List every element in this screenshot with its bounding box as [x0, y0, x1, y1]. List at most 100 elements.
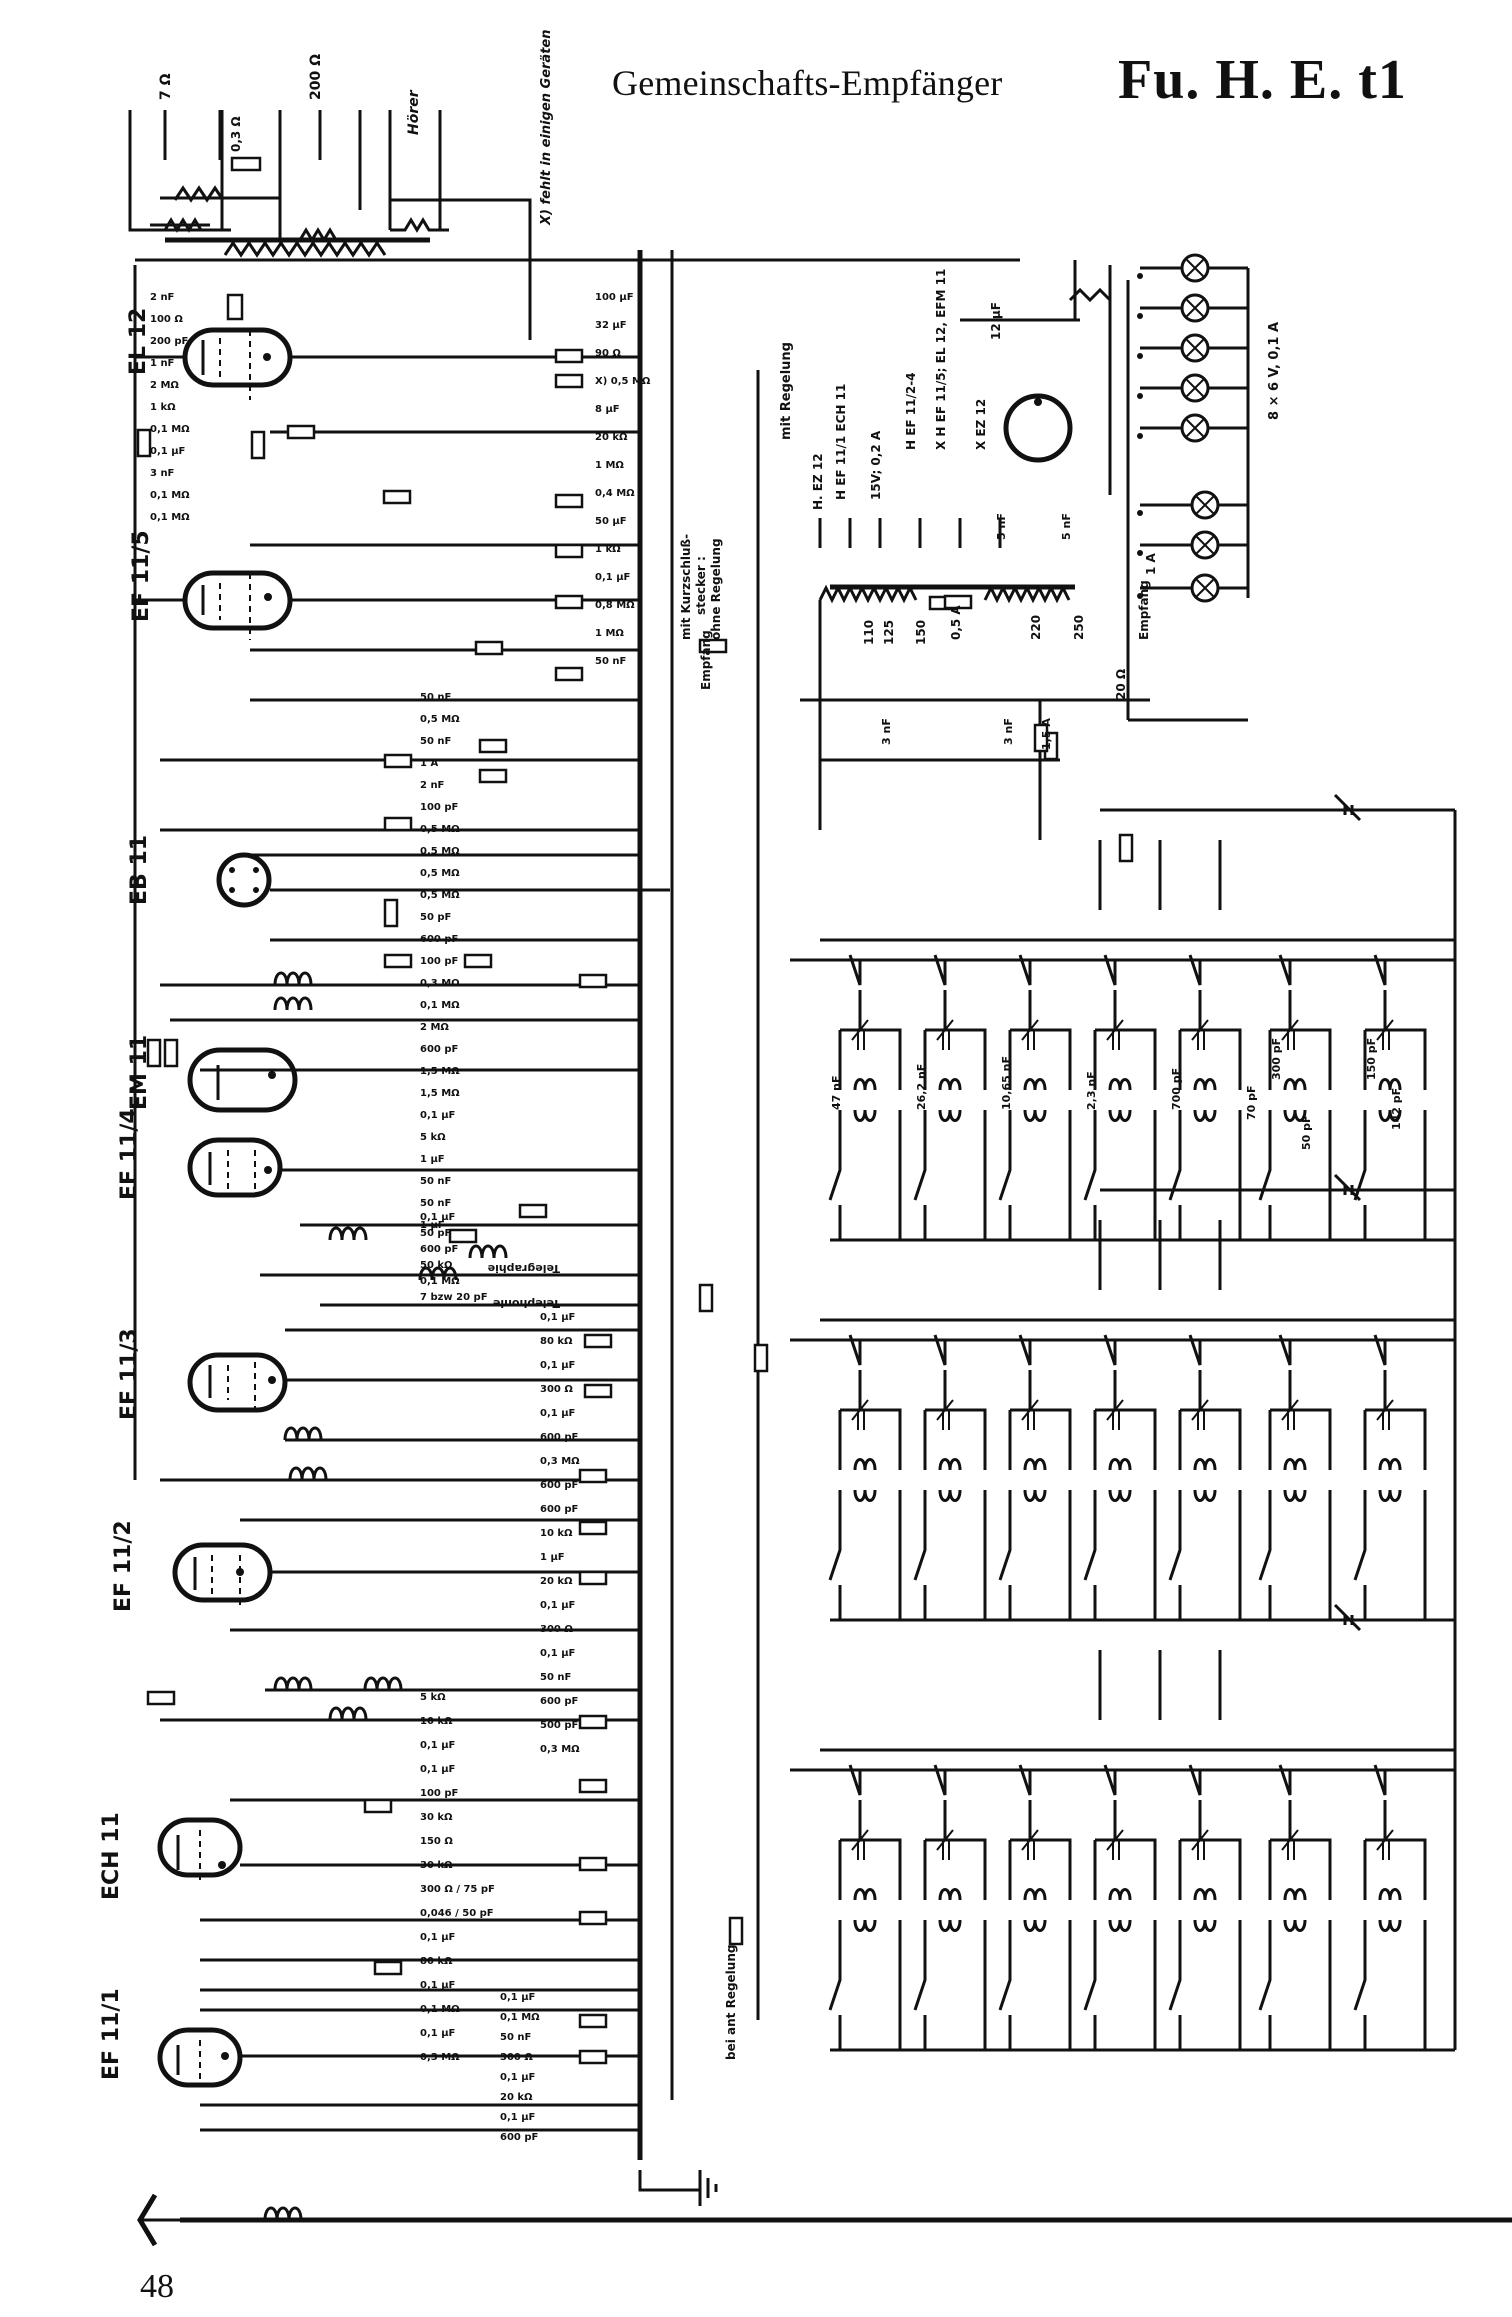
- mixer-component-label: 30 kΩ: [420, 1812, 453, 1823]
- detector-component-label: 2 nF: [420, 780, 444, 791]
- el12-component-label: 0,1 MΩ: [150, 490, 190, 501]
- coil-section: [998, 1764, 1072, 2050]
- coil-section: [1353, 1334, 1427, 1620]
- lamp-rating-label: 8 × 6 V, 0,1 A: [1267, 322, 1282, 420]
- el12-component-label: 0,1 MΩ: [150, 512, 190, 523]
- if-component-label: 300 Ω: [540, 1384, 573, 1395]
- el12-component-label: 200 pF: [150, 336, 188, 347]
- coil-bank-cap-label: 26,2 nF: [915, 1064, 928, 1110]
- el12-component-label: 0,1 µF: [150, 446, 185, 457]
- rf-component-label: 0,1 MΩ: [500, 2012, 540, 2023]
- rf-component-label: 600 pF: [500, 2132, 538, 2143]
- detector-component-label: 100 pF: [420, 802, 458, 813]
- if-component-label: 20 kΩ: [540, 1576, 573, 1587]
- stage-wiring: [135, 355, 1512, 2223]
- title-model: Fu. H. E. t1: [1118, 49, 1407, 111]
- mixer-component-label: 80 kΩ: [420, 1956, 453, 1967]
- detector-component-label: 0,5 MΩ: [420, 868, 460, 879]
- bias-component-label: 90 Ω: [595, 348, 621, 359]
- tube-ef11-4: [187, 1137, 283, 1198]
- tube-ef11-3: [187, 1352, 288, 1413]
- detector-component-label: 50 nF: [420, 1198, 451, 1209]
- tube-label-ech11: ECH 11: [99, 1812, 124, 1900]
- heater-label: X H EF 11/5; EL 12, EFM 11: [934, 269, 948, 450]
- label-note-missing: X) fehlt in einigen Geräten: [539, 30, 554, 227]
- detector-component-label: 600 pF: [420, 934, 458, 945]
- detector-component-label: 2 MΩ: [420, 1022, 449, 1033]
- label-200ohm: 200 Ω: [308, 54, 324, 100]
- mixer-component-label: 0,046 / 50 pF: [420, 1908, 494, 1919]
- note-kurzschluss: mit Kurzschluß-: [679, 534, 693, 640]
- el12-component-label: 2 MΩ: [150, 380, 179, 391]
- el12-component-label: 1 kΩ: [150, 402, 176, 413]
- mixer-component-label: 0,1 MΩ: [420, 2004, 460, 2015]
- if-component-label: 0,1 µF: [540, 1600, 575, 1611]
- bias-component-label: 100 µF: [595, 292, 634, 303]
- coil-section: [913, 1764, 987, 2050]
- coil-bank-cap-label: 2,3 nF: [1085, 1071, 1098, 1110]
- coil-section: [1353, 1764, 1427, 2050]
- note-telegraphie: Telegraphie: [488, 1262, 560, 1275]
- bfo-component-label: 7 bzw 20 pF: [420, 1292, 488, 1303]
- bias-component-label: 1 MΩ: [595, 628, 624, 639]
- el12-component-label: 1 nF: [150, 358, 174, 369]
- if-component-label: 0,3 MΩ: [540, 1744, 580, 1755]
- coils: [263, 971, 508, 2221]
- detector-component-label: 50 nF: [420, 736, 451, 747]
- coil-bank-cap-label: 142 pF: [1390, 1088, 1403, 1130]
- tube-label-eb11: EB 11: [127, 835, 152, 905]
- bias-component-label: 1 MΩ: [595, 460, 624, 471]
- tube-em11: [187, 1047, 298, 1113]
- variable-capacitor-icon: [1333, 1603, 1362, 1632]
- detector-component-label: 0,1 µF: [420, 1110, 455, 1121]
- voltage-tap-label: 150: [914, 620, 928, 645]
- voltage-tap-label: 250: [1072, 615, 1086, 640]
- tube-ef11-5: [182, 570, 293, 640]
- bias-component-label: 50 nF: [595, 656, 626, 667]
- variable-capacitor-icon: [1333, 1173, 1362, 1202]
- coil-section: [913, 1334, 987, 1620]
- detector-component-label: 600 pF: [420, 1044, 458, 1055]
- mixer-component-label: 300 Ω / 75 pF: [420, 1884, 495, 1895]
- coil-bank-cap-label: 47 nF: [830, 1076, 843, 1110]
- coil-section: [1083, 1764, 1157, 2050]
- coil-bank: [790, 1188, 1457, 1622]
- rf-component-label: 50 nF: [500, 2032, 531, 2043]
- if-component-label: 500 pF: [540, 1720, 578, 1731]
- resistors: [136, 293, 1134, 2065]
- lamp-icon: [1137, 333, 1248, 363]
- if-component-label: 10 kΩ: [540, 1528, 573, 1539]
- detector-component-label: 1,5 MΩ: [420, 1066, 460, 1077]
- mixer-component-label: 0,3 MΩ: [420, 2052, 460, 2063]
- bias-component-label: 32 µF: [595, 320, 627, 331]
- tube-eb11: [216, 852, 272, 908]
- lamp-icon: [1137, 573, 1248, 603]
- coil-section: [998, 1334, 1072, 1620]
- note-stecker: stecker :: [694, 556, 708, 615]
- tube-label-el12: EL 12: [126, 308, 151, 375]
- detector-component-label: 0,5 MΩ: [420, 846, 460, 857]
- if-component-label: 80 kΩ: [540, 1336, 573, 1347]
- coil-section: [998, 954, 1072, 1240]
- label-hoerer: Hörer: [406, 89, 422, 135]
- note-telephonie: Telephonie: [493, 1297, 560, 1310]
- coil-section: [1258, 1334, 1332, 1620]
- bias-component-label: X) 0,5 MΩ: [595, 376, 651, 387]
- heater-label: H EF 11/1 ECH 11: [834, 384, 848, 500]
- coil-bank-cap-label: 50 pF: [1300, 1115, 1313, 1150]
- mixer-component-label: 5 kΩ: [420, 1692, 446, 1703]
- antenna-symbol: [137, 2193, 180, 2247]
- mixer-component-label: 0,1 µF: [420, 1764, 455, 1775]
- bfo-component-label: 50 pF: [420, 1228, 451, 1239]
- lamp-icon: [1137, 490, 1248, 520]
- coil-section: [1353, 954, 1427, 1240]
- mixer-component-label: 10 kΩ: [420, 1716, 453, 1727]
- coil-section: [828, 1334, 902, 1620]
- detector-component-label: 1 A: [420, 758, 438, 769]
- el12-component-label: 2 nF: [150, 292, 174, 303]
- if-component-label: 600 pF: [540, 1696, 578, 1707]
- coil-section: [1168, 1764, 1242, 2050]
- mixer-component-label: 30 kΩ: [420, 1860, 453, 1871]
- note-bei-ant-regelung: bei ant Regelung: [724, 1945, 738, 2060]
